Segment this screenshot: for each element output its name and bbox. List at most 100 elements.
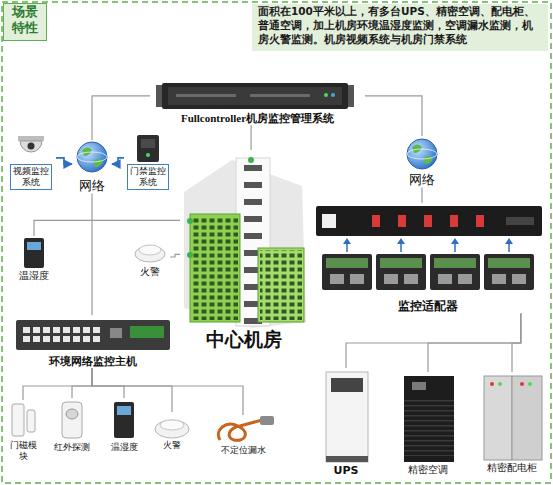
node-label: 红外探测 bbox=[52, 442, 92, 453]
node-label: 火警 bbox=[152, 440, 192, 451]
connector bbox=[23, 368, 92, 400]
host-body bbox=[16, 320, 170, 350]
connector bbox=[91, 194, 92, 315]
globe bbox=[77, 142, 107, 172]
ups-panel bbox=[331, 378, 363, 392]
equipment-node: UPS bbox=[318, 368, 374, 477]
adapter-pcb bbox=[488, 258, 530, 268]
room-node: 中心机房 bbox=[180, 150, 308, 351]
sensor-node: 红外探测 bbox=[52, 398, 92, 453]
adapter-port bbox=[512, 274, 526, 284]
node-label: 环境网络监控主机 bbox=[12, 355, 174, 368]
node-label: 精密空调 bbox=[396, 464, 460, 476]
pdu-switch bbox=[450, 215, 458, 227]
system-label: 视频监控系统 bbox=[10, 164, 52, 190]
door-magnet bbox=[27, 410, 35, 432]
arrow-line bbox=[400, 243, 402, 252]
cabinet-light bbox=[528, 382, 532, 386]
connector bbox=[428, 313, 521, 372]
connector bbox=[56, 158, 72, 164]
building bbox=[184, 157, 306, 328]
host-terminal bbox=[130, 326, 164, 338]
adapter-cards bbox=[322, 254, 534, 290]
arrow-head bbox=[397, 238, 405, 244]
node-label: 温湿度 bbox=[14, 270, 54, 282]
humidity-sensor bbox=[24, 238, 44, 268]
camera-icon bbox=[18, 136, 44, 152]
infrared-body bbox=[62, 402, 82, 438]
rack-slot bbox=[250, 94, 310, 97]
adapter-pcb bbox=[434, 258, 476, 268]
server-rack bbox=[156, 83, 354, 109]
host-port bbox=[110, 328, 122, 338]
host-node: 环境网络监控主机 bbox=[12, 315, 174, 368]
camera-lens bbox=[28, 143, 35, 150]
pdu-switch bbox=[372, 215, 380, 227]
sensor-node: 不定位漏水 bbox=[208, 415, 278, 456]
ups-body bbox=[326, 372, 368, 462]
door-sensor bbox=[12, 404, 35, 436]
pdu-switch bbox=[398, 215, 406, 227]
camera-dome bbox=[20, 141, 42, 152]
rack-body bbox=[162, 83, 348, 109]
rack-led bbox=[331, 93, 335, 97]
building-block bbox=[258, 248, 304, 322]
node-label: 火警 bbox=[130, 266, 170, 278]
ac-grill bbox=[404, 400, 454, 456]
adapter-card bbox=[322, 254, 372, 290]
detector-top bbox=[139, 245, 161, 255]
rack-panel bbox=[168, 87, 342, 105]
smoke-detector bbox=[155, 420, 189, 438]
camera-mount bbox=[18, 136, 44, 141]
cabinet-body bbox=[484, 376, 512, 460]
globe-line bbox=[407, 149, 437, 159]
detector-base bbox=[155, 420, 189, 438]
pdu-outlet bbox=[322, 214, 336, 228]
adapter-port bbox=[350, 274, 364, 284]
arrow-line bbox=[508, 243, 510, 252]
cabinet-light bbox=[498, 382, 502, 386]
node-label: 门磁模块 bbox=[6, 440, 40, 462]
smoke-detector bbox=[135, 245, 165, 262]
network-node: 网络 bbox=[400, 136, 444, 188]
building-windows bbox=[260, 250, 302, 320]
pdu-switch bbox=[424, 215, 432, 227]
sensor-body bbox=[114, 402, 134, 438]
sensor-screen bbox=[117, 406, 131, 415]
rack-led bbox=[324, 93, 328, 97]
reader-pad bbox=[141, 139, 155, 148]
ac-screen bbox=[412, 382, 426, 390]
adapter-card bbox=[430, 254, 480, 290]
connector bbox=[170, 254, 180, 257]
connector bbox=[112, 158, 124, 164]
adapter-port bbox=[438, 274, 452, 284]
detector-top bbox=[160, 420, 184, 430]
adapter-port bbox=[458, 274, 472, 284]
adapter-arrows bbox=[343, 238, 513, 252]
network-node: 网络 bbox=[72, 140, 112, 194]
system-box: 视频监控系统 bbox=[6, 132, 56, 190]
node-label: 场景特性 bbox=[11, 4, 39, 35]
pdu-body bbox=[316, 206, 542, 236]
node-label: 不定位漏水 bbox=[208, 445, 278, 456]
cabinet-light bbox=[490, 382, 494, 386]
detector-base bbox=[135, 246, 165, 262]
sensor-screen bbox=[27, 242, 41, 250]
node-label: 温湿度 bbox=[104, 442, 144, 453]
connector bbox=[92, 96, 150, 140]
adapter-node: 监控适配器 bbox=[312, 203, 544, 313]
power-cabinet bbox=[484, 376, 542, 460]
arrow-head bbox=[343, 238, 351, 244]
arrow-line bbox=[346, 243, 348, 252]
connector bbox=[346, 313, 521, 368]
ups-base bbox=[326, 456, 368, 462]
connector bbox=[512, 313, 521, 372]
adapter-port bbox=[330, 274, 344, 284]
sensor-node: 温湿度 bbox=[14, 236, 54, 282]
system-box: 门禁监控系统 bbox=[124, 132, 172, 190]
server-node: Fullcontroller机房监控管理系统 bbox=[150, 80, 365, 125]
node-label: 精密配电柜 bbox=[478, 462, 546, 474]
cabinet-light bbox=[520, 382, 524, 386]
